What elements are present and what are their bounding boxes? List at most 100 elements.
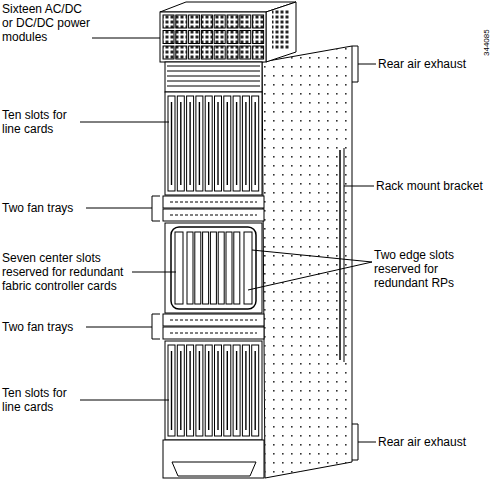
card-ejector <box>227 351 228 430</box>
card-ejector <box>180 102 181 185</box>
power-module <box>253 46 264 59</box>
fabric-slot <box>203 232 209 304</box>
callout-label: Ten slots for line cards <box>2 386 82 414</box>
rack-bracket <box>344 148 345 362</box>
power-module <box>176 31 187 44</box>
line-card <box>196 96 203 191</box>
leader-line <box>248 262 372 290</box>
callout-label: Sixteen AC/DC or DC/DC power modules <box>2 2 92 44</box>
card-ejector <box>217 351 218 430</box>
power-shelf-side <box>266 2 296 62</box>
power-module <box>240 31 251 44</box>
side-vents <box>262 46 352 478</box>
card-ejector <box>245 102 246 185</box>
line-card <box>187 96 194 191</box>
leader-line <box>152 221 160 222</box>
card-ejector <box>171 351 172 430</box>
card-ejector <box>208 351 209 430</box>
leader-line <box>352 82 358 83</box>
line-card <box>252 345 259 436</box>
power-module <box>214 46 225 59</box>
fabric-slot <box>218 232 224 304</box>
card-ejector <box>199 102 200 185</box>
power-module <box>227 46 238 59</box>
line-card <box>168 345 175 436</box>
power-module <box>253 31 264 44</box>
leader-line <box>358 442 376 443</box>
power-module <box>163 15 174 28</box>
card-ejector <box>189 102 190 185</box>
fabric-slot <box>226 232 232 304</box>
fabric-slot <box>187 232 193 304</box>
line-card <box>233 96 240 191</box>
power-module <box>227 31 238 44</box>
power-module <box>240 46 251 59</box>
leader-line <box>152 314 153 339</box>
intake-grille <box>167 76 260 77</box>
line-card <box>224 345 231 436</box>
power-shelf <box>160 12 266 62</box>
power-module <box>176 46 187 59</box>
leader-line <box>358 64 376 65</box>
card-ejector <box>199 351 200 430</box>
power-module <box>189 31 200 44</box>
fan-tray <box>163 209 264 221</box>
card-ejector <box>236 351 237 430</box>
power-module <box>189 15 200 28</box>
callout-label: Ten slots for line cards <box>2 108 82 136</box>
fan-grille <box>170 215 257 216</box>
fan-tray <box>163 196 264 208</box>
exhaust-grid <box>272 10 290 50</box>
callout-label: Two fan trays <box>2 201 102 215</box>
leader-line <box>80 122 169 123</box>
leader-line <box>152 196 153 221</box>
line-card <box>187 345 194 436</box>
kick-plate <box>172 462 256 476</box>
fabric-slot <box>175 232 183 304</box>
leader-line <box>358 424 359 460</box>
leader-line <box>352 424 358 425</box>
fabric-slot <box>234 232 240 304</box>
power-module <box>214 31 225 44</box>
leader-line <box>358 46 359 82</box>
line-card <box>196 345 203 436</box>
line-card <box>242 96 249 191</box>
power-module <box>201 31 212 44</box>
line-card <box>242 345 249 436</box>
leader-line <box>352 460 358 461</box>
card-ejector <box>217 102 218 185</box>
fan-grille <box>170 202 257 203</box>
side-panel <box>262 46 352 478</box>
leader-lines <box>80 38 376 460</box>
leader-line <box>252 250 372 262</box>
leader-line <box>352 46 358 47</box>
power-module <box>240 15 251 28</box>
power-module <box>163 31 174 44</box>
callout-label: Two edge slots reserved for redundant RP… <box>374 248 468 290</box>
line-card <box>215 96 222 191</box>
card-ejector <box>171 102 172 185</box>
leader-line <box>86 208 152 209</box>
line-card <box>252 96 259 191</box>
leader-line <box>80 400 169 401</box>
card-ejector <box>208 102 209 185</box>
line-card <box>177 345 184 436</box>
leader-line <box>152 196 160 197</box>
leader-line <box>152 339 160 340</box>
rack-bracket <box>339 150 341 360</box>
intake-grille <box>167 66 260 67</box>
line-card <box>205 96 212 191</box>
intake-grille <box>167 81 260 82</box>
callout-label: Rear air exhaust <box>378 57 490 71</box>
fan-tray <box>163 327 264 339</box>
callout-label: Two fan trays <box>2 320 102 334</box>
line-card <box>205 345 212 436</box>
power-module <box>189 46 200 59</box>
power-module <box>163 46 174 59</box>
leader-line <box>132 272 176 273</box>
fan-tray <box>163 314 264 326</box>
power-module <box>227 15 238 28</box>
card-cage <box>165 341 262 440</box>
callout-label: Rear air exhaust <box>378 435 490 449</box>
